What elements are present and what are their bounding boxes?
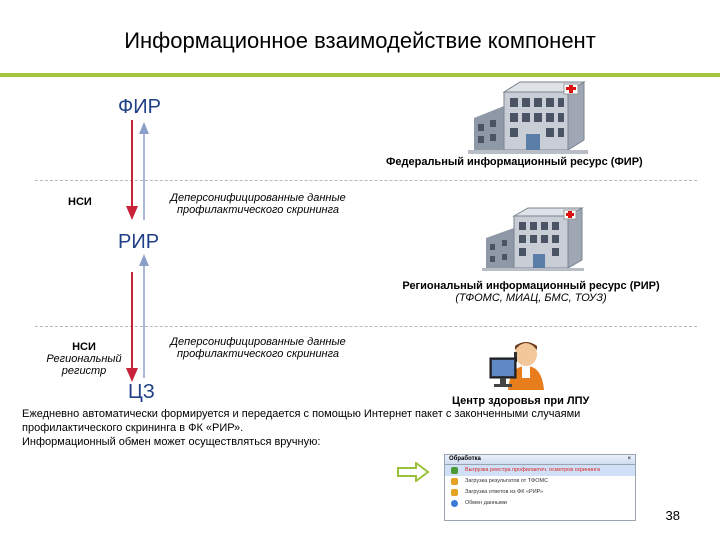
menu-item-label: Выгрузка реестра профилактич. осмотров с… bbox=[465, 467, 601, 473]
operator-workstation-icon bbox=[489, 342, 544, 390]
exchange-icon bbox=[451, 500, 458, 507]
transfer-bottom-line1: Деперсонифицированные данные bbox=[170, 336, 346, 348]
download-icon bbox=[451, 489, 458, 496]
menu-close-icon[interactable]: × bbox=[627, 456, 631, 462]
exchange-arrows-top bbox=[126, 120, 149, 220]
rir-caption: Региональный информационный ресурс (РИР)… bbox=[376, 280, 686, 304]
bottom-text-line2: профилактического скрининга в ФК «РИР». bbox=[22, 422, 244, 434]
bottom-description: Ежедневно автоматически формируется и пе… bbox=[22, 407, 662, 449]
download-icon bbox=[451, 478, 458, 485]
hint-arrow-icon bbox=[397, 462, 430, 482]
nsi-top-label: НСИ bbox=[68, 196, 92, 208]
menu-item[interactable]: Загрузка результатов от ТФОМС bbox=[445, 476, 635, 487]
menu-item[interactable]: Загрузка ответов из ФК «РИР» bbox=[445, 487, 635, 498]
fir-caption: Федеральный информационный ресурс (ФИР) bbox=[386, 156, 643, 168]
menu-titlebar: Обработка × bbox=[445, 455, 635, 465]
nsi-register-label: НСИ Региональный регистр bbox=[36, 341, 132, 377]
bottom-text-line3: Информационный обмен может осуществлятьс… bbox=[22, 436, 321, 448]
menu-item[interactable]: Выгрузка реестра профилактич. осмотров с… bbox=[445, 465, 635, 476]
menu-item[interactable]: Обмен данными bbox=[445, 498, 635, 509]
upload-icon bbox=[451, 467, 458, 474]
transfer-top-line2: профилактического скрининга bbox=[176, 204, 340, 216]
menu-title: Обработка bbox=[449, 456, 481, 462]
menu-item-label: Загрузка ответов из ФК «РИР» bbox=[465, 489, 544, 495]
page-number: 38 bbox=[665, 508, 680, 523]
nsi-bottom-line3: регистр bbox=[61, 365, 107, 377]
transfer-bottom-caption: Деперсонифицированные данные профилактич… bbox=[158, 336, 358, 360]
nsi-bottom-line2: Региональный bbox=[46, 353, 122, 365]
fir-label: ФИР bbox=[118, 96, 161, 118]
transfer-top-caption: Деперсонифицированные данные профилактич… bbox=[158, 192, 358, 216]
bottom-text-line1: Ежедневно автоматически формируется и пе… bbox=[22, 408, 581, 420]
divider-top bbox=[35, 180, 697, 181]
processing-menu: Обработка × Выгрузка реестра профилактич… bbox=[444, 454, 636, 521]
menu-item-label: Обмен данными bbox=[465, 500, 507, 506]
exchange-arrows-bottom bbox=[126, 254, 149, 382]
rir-caption-line2: (ТФОМС, МИАЦ, БМС, ТОУЗ) bbox=[455, 292, 607, 304]
nsi-bottom-line1: НСИ bbox=[72, 341, 96, 353]
cz-label: ЦЗ bbox=[128, 381, 155, 403]
rir-building-icon bbox=[482, 207, 584, 271]
title-underline bbox=[0, 73, 720, 77]
fir-building-icon bbox=[468, 81, 588, 154]
transfer-top-line1: Деперсонифицированные данные bbox=[170, 192, 346, 204]
divider-bottom bbox=[35, 326, 697, 327]
rir-label: РИР bbox=[118, 231, 160, 253]
rir-caption-line1: Региональный информационный ресурс (РИР) bbox=[402, 280, 660, 292]
transfer-bottom-line2: профилактического скрининга bbox=[176, 348, 340, 360]
slide-title: Информационное взаимодействие компонент bbox=[124, 28, 596, 53]
cz-caption: Центр здоровья при ЛПУ bbox=[452, 395, 590, 407]
menu-item-label: Загрузка результатов от ТФОМС bbox=[465, 478, 549, 484]
